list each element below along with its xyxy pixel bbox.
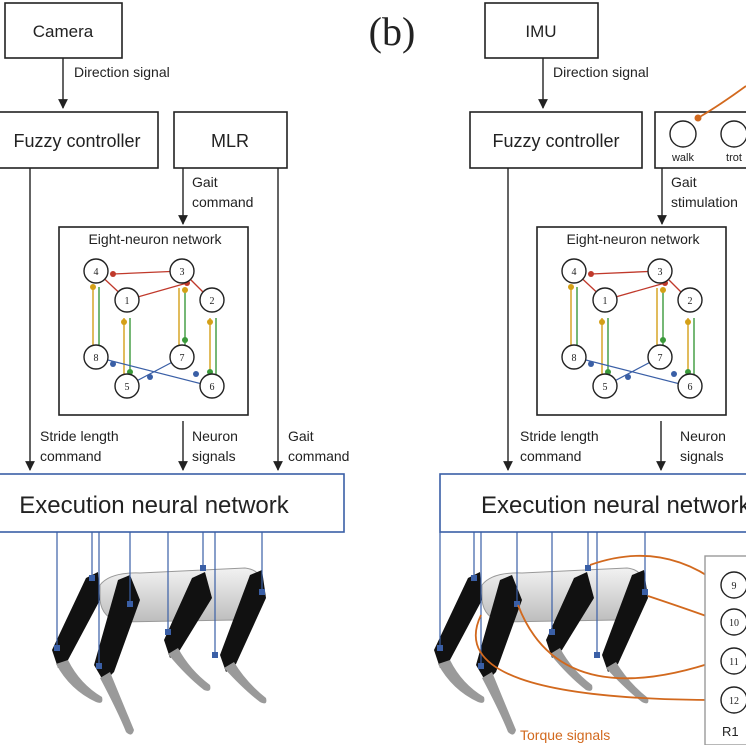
neuron-signals-line1-right: Neuron <box>680 428 726 444</box>
fuzzy-controller-label-right: Fuzzy controller <box>492 131 619 151</box>
svg-text:6: 6 <box>688 382 693 393</box>
svg-text:12: 12 <box>729 696 739 707</box>
mlr-label: MLR <box>211 131 249 151</box>
execution-box-left <box>0 473 345 533</box>
gait-stimulation-line1: Gait <box>671 174 697 190</box>
eight-neuron-title-right: Eight-neuron network <box>566 231 700 247</box>
neuron-signals-line2-left: signals <box>192 448 236 464</box>
camera-label: Camera <box>33 22 94 41</box>
svg-text:7: 7 <box>180 353 185 364</box>
r-neurons: 9 10 11 12 <box>720 571 746 714</box>
svg-text:3: 3 <box>180 267 185 278</box>
gait-cmd-right-line1: Gait <box>288 428 314 444</box>
mlr-box <box>173 111 288 169</box>
stride-line1-left: Stride length <box>40 428 119 444</box>
neuron-signals-line2-right: signals <box>680 448 724 464</box>
neurons-right: 4 3 1 2 8 7 5 6 <box>561 258 703 399</box>
trot-label: trot <box>726 152 742 164</box>
stride-line2-right: command <box>520 448 581 464</box>
trot-neuron <box>720 120 746 148</box>
stride-line2-left: command <box>40 448 101 464</box>
execution-box-right <box>439 473 746 533</box>
direction-signal-right: Direction signal <box>553 64 649 80</box>
execution-label-right: Execution neural network <box>481 492 746 519</box>
torque-signals-label: Torque signals <box>520 727 610 743</box>
svg-text:7: 7 <box>658 353 663 364</box>
fuzzy-controller-label-left: Fuzzy controller <box>13 131 140 151</box>
eight-neuron-title-left: Eight-neuron network <box>88 231 222 247</box>
neurons-left: 4 3 1 2 8 7 5 6 <box>83 258 225 399</box>
right-panel: IMU Direction signal Fuzzy controller wa… <box>434 2 746 745</box>
sensor-lines-right <box>437 532 648 669</box>
gait-cmd-right-line2: command <box>288 448 349 464</box>
walk-neuron <box>669 120 697 148</box>
svg-text:1: 1 <box>603 296 608 307</box>
svg-text:2: 2 <box>688 296 693 307</box>
neuron-signals-line1-left: Neuron <box>192 428 238 444</box>
svg-text:11: 11 <box>729 657 739 668</box>
svg-text:1: 1 <box>125 296 130 307</box>
left-panel: Camera Direction signal Fuzzy controller… <box>0 2 349 735</box>
stride-line1-right: Stride length <box>520 428 599 444</box>
fuzzy-controller-box-right <box>469 111 643 169</box>
svg-text:8: 8 <box>94 353 99 364</box>
svg-text:5: 5 <box>603 382 608 393</box>
svg-text:4: 4 <box>572 267 577 278</box>
gait-command-line1: Gait <box>192 174 218 190</box>
svg-text:8: 8 <box>572 353 577 364</box>
svg-text:3: 3 <box>658 267 663 278</box>
gait-command-line2: command <box>192 194 253 210</box>
camera-box <box>4 2 123 59</box>
svg-text:9: 9 <box>732 581 737 592</box>
execution-label-left: Execution neural network <box>19 492 289 519</box>
svg-text:5: 5 <box>125 382 130 393</box>
imu-label: IMU <box>525 22 556 41</box>
svg-text:4: 4 <box>94 267 99 278</box>
svg-text:6: 6 <box>210 382 215 393</box>
orange-link-top <box>697 85 746 119</box>
direction-signal-left: Direction signal <box>74 64 170 80</box>
walk-label: walk <box>671 152 695 164</box>
panel-label-b: (b) <box>369 9 416 54</box>
robot-right <box>434 567 649 735</box>
imu-box <box>484 2 599 59</box>
r1-label: R1 <box>722 724 739 739</box>
gait-stimulation-line2: stimulation <box>671 194 738 210</box>
robot-left <box>52 567 267 735</box>
svg-text:2: 2 <box>210 296 215 307</box>
fuzzy-controller-box-left <box>0 111 159 169</box>
svg-text:10: 10 <box>729 618 739 629</box>
sensor-lines-left <box>54 532 265 669</box>
